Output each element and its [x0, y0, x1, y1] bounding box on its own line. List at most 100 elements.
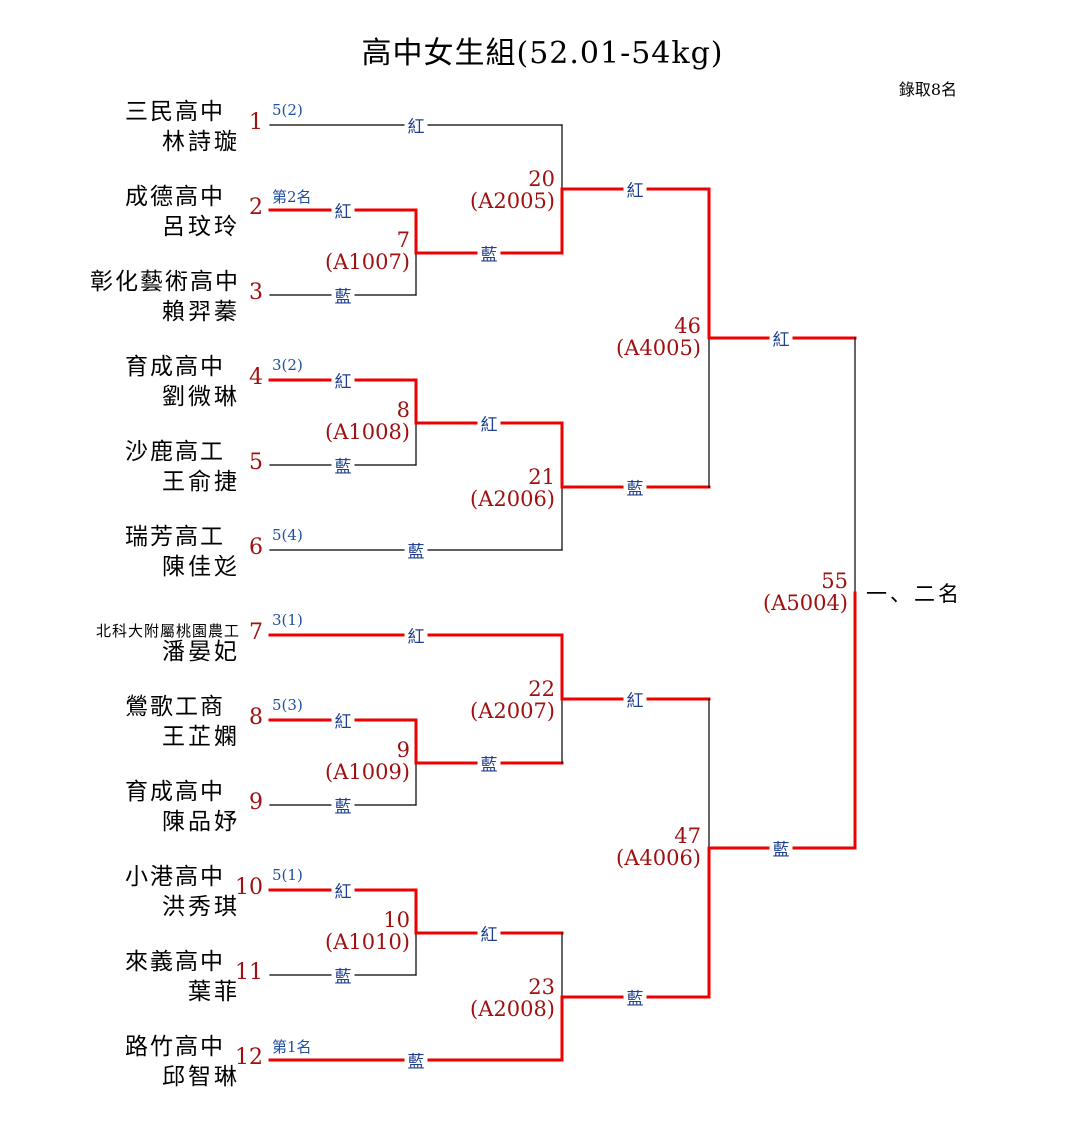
match-number: 21: [528, 465, 555, 489]
player-school: 北科大附屬桃園農工: [95, 622, 240, 640]
seed-number: 1: [249, 110, 263, 135]
match-code: (A2006): [470, 487, 555, 511]
match-code: (A1007): [325, 250, 410, 274]
result-note: 3(2): [272, 356, 303, 374]
corner-label: 藍: [623, 474, 647, 500]
result-note: 5(2): [272, 101, 303, 119]
match-number: 47: [674, 824, 701, 848]
result-note: 5(1): [272, 866, 303, 884]
seed-number: 3: [249, 280, 263, 305]
player-name: 劉微琳: [162, 384, 240, 410]
corner-label: 紅: [477, 920, 501, 946]
seed-number: 8: [249, 705, 263, 730]
match-47: 47(A4006): [616, 825, 701, 869]
match-number: 9: [396, 738, 410, 762]
corner-label: 紅: [477, 410, 501, 436]
player-school: 三民高中: [125, 99, 225, 125]
match-code: (A1008): [325, 420, 410, 444]
result-note: 3(1): [272, 611, 303, 629]
match-number: 7: [396, 228, 410, 252]
player-school: 成德高中: [125, 184, 225, 210]
player-name: 王俞捷: [162, 469, 240, 495]
player-school: 沙鹿高工: [125, 439, 225, 465]
player-name: 王芷嫻: [162, 724, 240, 750]
match-code: (A1009): [325, 760, 410, 784]
player-school: 瑞芳高工: [125, 524, 225, 550]
corner-label: 藍: [331, 282, 355, 308]
match-23: 23(A2008): [470, 976, 555, 1020]
player-school: 鶯歌工商: [125, 694, 225, 720]
player-school: 彰化藝術高中: [90, 269, 240, 295]
corner-label: 紅: [331, 877, 355, 903]
seed-number: 6: [249, 535, 263, 560]
player-name: 洪秀琪: [162, 894, 240, 920]
match-55: 55(A5004): [763, 570, 848, 614]
player-name: 葉菲: [188, 979, 240, 1005]
seed-number: 10: [235, 875, 263, 900]
corner-label: 藍: [331, 962, 355, 988]
quota-label: 錄取8名: [898, 80, 957, 99]
corner-label: 藍: [477, 240, 501, 266]
match-code: (A2007): [470, 699, 555, 723]
seed-number: 7: [249, 620, 263, 645]
match-number: 22: [528, 677, 555, 701]
final-place-label: 一、二名: [866, 582, 962, 606]
player-name: 潘晏妃: [162, 639, 240, 665]
match-code: (A4005): [616, 336, 701, 360]
match-20: 20(A2005): [470, 168, 555, 212]
corner-label: 藍: [404, 537, 428, 563]
match-number: 55: [821, 569, 848, 593]
match-code: (A2008): [470, 997, 555, 1021]
match-9: 9(A1009): [325, 739, 410, 783]
match-code: (A4006): [616, 846, 701, 870]
corner-label: 紅: [331, 197, 355, 223]
page-title: 高中女生組(52.01-54kg): [361, 36, 724, 71]
player-name: 陳品妤: [162, 809, 240, 835]
match-21: 21(A2006): [470, 466, 555, 510]
player-name: 陳佳彣: [162, 554, 240, 580]
seed-number: 4: [249, 365, 263, 390]
match-code: (A5004): [763, 591, 848, 615]
seed-number: 2: [249, 195, 263, 220]
match-number: 20: [528, 167, 555, 191]
corner-label: 紅: [331, 707, 355, 733]
result-note: 5(4): [272, 526, 303, 544]
match-7: 7(A1007): [325, 229, 410, 273]
seed-number: 9: [249, 790, 263, 815]
corner-label: 藍: [623, 984, 647, 1010]
corner-label: 紅: [404, 622, 428, 648]
corner-label: 藍: [331, 452, 355, 478]
match-8: 8(A1008): [325, 399, 410, 443]
match-22: 22(A2007): [470, 678, 555, 722]
corner-label: 藍: [331, 792, 355, 818]
match-number: 10: [383, 908, 410, 932]
corner-label: 紅: [623, 176, 647, 202]
result-note: 第2名: [272, 188, 312, 206]
match-10: 10(A1010): [325, 909, 410, 953]
result-note: 第1名: [272, 1038, 312, 1056]
seed-number: 11: [235, 960, 263, 985]
seed-number: 12: [235, 1045, 263, 1070]
player-name: 邱智琳: [162, 1064, 240, 1090]
player-school: 育成高中: [125, 354, 225, 380]
player-school: 來義高中: [125, 949, 225, 975]
match-code: (A1010): [325, 930, 410, 954]
match-code: (A2005): [470, 189, 555, 213]
seed-number: 5: [249, 450, 263, 475]
corner-label: 紅: [331, 367, 355, 393]
result-note: 5(3): [272, 696, 303, 714]
match-number: 23: [528, 975, 555, 999]
match-46: 46(A4005): [616, 315, 701, 359]
match-number: 46: [674, 314, 701, 338]
corner-label: 紅: [769, 325, 793, 351]
corner-label: 藍: [404, 1047, 428, 1073]
corner-label: 紅: [404, 112, 428, 138]
player-name: 賴羿蓁: [162, 299, 240, 325]
player-school: 路竹高中: [125, 1034, 225, 1060]
corner-label: 藍: [769, 835, 793, 861]
corner-label: 藍: [477, 750, 501, 776]
player-school: 育成高中: [125, 779, 225, 805]
match-number: 8: [396, 398, 410, 422]
player-name: 呂玟玲: [162, 214, 240, 240]
corner-label: 紅: [623, 686, 647, 712]
